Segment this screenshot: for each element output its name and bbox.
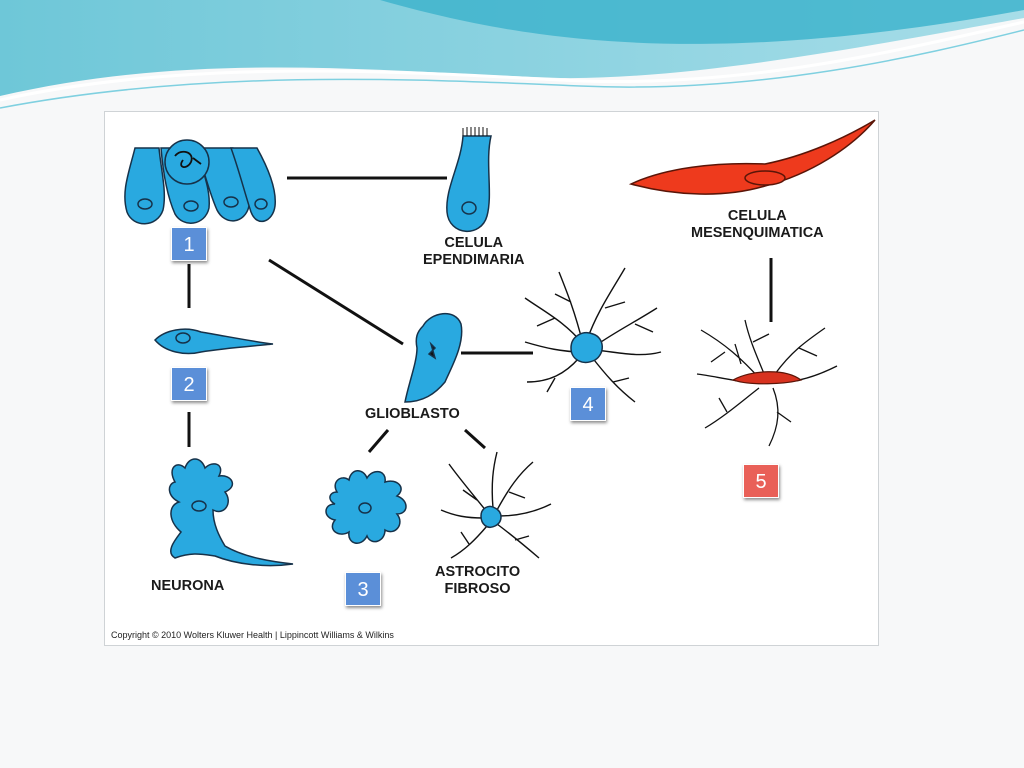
neuroblast-cell: [153, 328, 274, 355]
neuroepithelial-cells: [124, 139, 276, 225]
microglia-5: [696, 319, 838, 447]
badge-3: 3: [345, 572, 381, 606]
badge-2: 2: [171, 367, 207, 401]
astrocyte-4: [524, 267, 662, 403]
connector-lines: [187, 176, 773, 453]
label-ependymal-cell: CELULA EPENDIMARIA: [423, 235, 525, 268]
cell-lineage-diagram: [124, 119, 876, 567]
label-neuron: NEURONA: [151, 578, 225, 594]
badge-5: 5: [743, 464, 779, 498]
neuron-cell: [168, 458, 294, 567]
ependymal-cell: [446, 127, 492, 233]
label-glioblast: GLIOBLASTO: [365, 406, 460, 422]
figure-panel: CELULA EPENDIMARIA CELULA MESENQUIMATICA…: [104, 111, 879, 646]
line-glioblast-3: [367, 429, 390, 453]
label-mesenchymal-cell: CELULA MESENQUIMATICA: [691, 208, 824, 241]
glioblast-cell: [404, 313, 463, 403]
badge-1: 1: [171, 227, 207, 261]
mesenchymal-cell: [628, 119, 876, 195]
slide-banner: [0, 0, 1024, 109]
astrocyte-3: [325, 470, 407, 544]
line-glioblast-astrocyte: [463, 428, 487, 450]
label-fibrous-astrocyte: ASTROCITO FIBROSO: [435, 564, 521, 597]
copyright-notice: Copyright © 2010 Wolters Kluwer Health |…: [111, 630, 394, 640]
badge-4: 4: [570, 387, 606, 421]
fibrous-astrocyte: [440, 451, 552, 559]
line-1-glioblast: [268, 258, 404, 346]
